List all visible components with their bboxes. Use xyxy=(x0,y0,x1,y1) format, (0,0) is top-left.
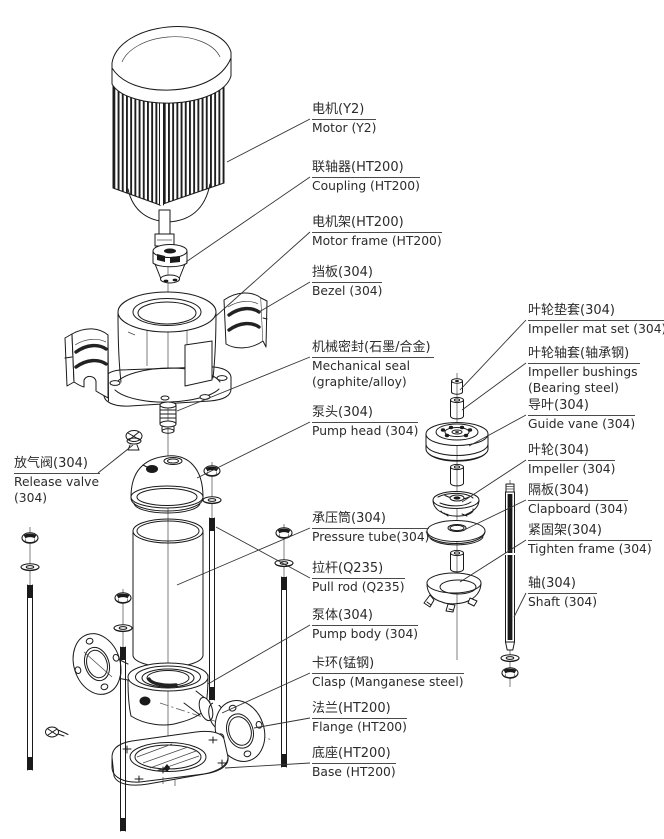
label-motor-cn: 电机(Y2) xyxy=(312,101,377,120)
label-impeller-mat-set: 叶轮垫套(304) Impeller mat set (304) xyxy=(528,302,664,338)
label-bezel-en: Bezel (304) xyxy=(312,284,383,298)
clapboard-part xyxy=(426,520,486,546)
mechanical-seal-part xyxy=(159,401,177,434)
label-motor-frame: 电机架(HT200) Motor frame (HT200) xyxy=(312,214,442,250)
tighten-frame-part xyxy=(423,572,482,613)
label-pump-head-en: Pump head (304) xyxy=(312,424,419,438)
label-release-valve: 放气阀(304) Release valve (304) xyxy=(14,455,100,506)
label-pump-body-cn: 泵体(304) xyxy=(312,607,419,626)
label-tighten-frame: 紧固架(304) Tighten frame (304) xyxy=(528,522,652,558)
pull-rod-c xyxy=(202,465,222,701)
label-bezel: 挡板(304) Bezel (304) xyxy=(312,264,383,300)
label-impeller: 叶轮(304) Impeller (304) xyxy=(528,442,616,478)
label-pump-body: 泵体(304) Pump body (304) xyxy=(312,607,419,643)
label-base-cn: 底座(HT200) xyxy=(312,745,396,764)
pressure-tube-part xyxy=(132,518,204,668)
label-flange-cn: 法兰(HT200) xyxy=(312,700,407,719)
label-shaft: 轴(304) Shaft (304) xyxy=(528,575,598,611)
impeller-mat-set-part xyxy=(451,378,463,395)
label-impeller-cn: 叶轮(304) xyxy=(528,442,616,461)
label-pump-head: 泵头(304) Pump head (304) xyxy=(312,404,419,440)
pump-body-part xyxy=(72,633,266,762)
label-base-en: Base (HT200) xyxy=(312,765,396,779)
bezel-left-part xyxy=(64,328,109,402)
label-pressure-tube-cn: 承压筒(304) xyxy=(312,510,430,529)
motor-part xyxy=(111,26,232,247)
label-motor-en: Motor (Y2) xyxy=(312,121,377,135)
label-mechanical-seal-cn: 机械密封(石墨/合金) xyxy=(312,339,434,358)
label-pull-rod-cn: 拉杆(Q235) xyxy=(312,560,405,579)
label-mechanical-seal-en: Mechanical seal (graphite/alloy) xyxy=(312,359,411,389)
motor-frame-part xyxy=(103,291,232,407)
label-tighten-frame-en: Tighten frame (304) xyxy=(528,542,652,556)
pull-rod-a xyxy=(20,532,40,771)
flange-left-part xyxy=(72,633,122,695)
label-flange: 法兰(HT200) Flange (HT200) xyxy=(312,700,407,736)
label-pressure-tube-en: Pressure tube(304) xyxy=(312,530,430,544)
label-clasp: 卡环(锰钢) Clasp (Manganese steel) xyxy=(312,655,464,691)
guide-vane-part xyxy=(425,422,489,462)
pull-rod-b xyxy=(113,592,133,832)
label-shaft-cn: 轴(304) xyxy=(528,575,598,594)
label-coupling: 联轴器(HT200) Coupling (HT200) xyxy=(312,159,420,195)
impeller-part xyxy=(432,491,480,517)
label-impeller-bushings-en: Impeller bushings (Bearing steel) xyxy=(528,365,638,395)
label-clapboard-en: Clapboard (304) xyxy=(528,502,628,516)
label-clapboard: 隔板(304) Clapboard (304) xyxy=(528,482,628,518)
label-mechanical-seal: 机械密封(石墨/合金) Mechanical seal (graphite/al… xyxy=(312,339,434,390)
label-tighten-frame-cn: 紧固架(304) xyxy=(528,522,652,541)
label-motor-frame-cn: 电机架(HT200) xyxy=(312,214,442,233)
label-impeller-bushings: 叶轮轴套(轴承钢) Impeller bushings (Bearing ste… xyxy=(528,345,640,396)
label-release-valve-cn: 放气阀(304) xyxy=(14,455,100,474)
label-pressure-tube: 承压筒(304) Pressure tube(304) xyxy=(312,510,430,546)
label-impeller-mat-set-en: Impeller mat set (304) xyxy=(528,322,664,336)
label-clasp-cn: 卡环(锰钢) xyxy=(312,655,464,674)
label-bezel-cn: 挡板(304) xyxy=(312,264,383,283)
label-pump-body-en: Pump body (304) xyxy=(312,627,419,641)
label-release-valve-en: Release valve (304) xyxy=(14,475,100,505)
label-motor-frame-en: Motor frame (HT200) xyxy=(312,234,442,248)
label-coupling-en: Coupling (HT200) xyxy=(312,179,420,193)
label-clapboard-cn: 隔板(304) xyxy=(528,482,628,501)
label-impeller-mat-set-cn: 叶轮垫套(304) xyxy=(528,302,664,321)
label-guide-vane-cn: 导叶(304) xyxy=(528,397,636,416)
bezel-right-part xyxy=(223,292,268,349)
leader-lines xyxy=(97,118,527,769)
label-pull-rod: 拉杆(Q235) Pull rod (Q235) xyxy=(312,560,405,596)
label-pump-head-cn: 泵头(304) xyxy=(312,404,419,423)
release-valve-part xyxy=(125,430,143,451)
label-pull-rod-en: Pull rod (Q235) xyxy=(312,580,405,594)
pull-rod-d xyxy=(274,527,294,768)
base-part xyxy=(111,730,229,786)
label-shaft-en: Shaft (304) xyxy=(528,595,598,609)
pump-head-part xyxy=(130,455,204,514)
label-motor: 电机(Y2) Motor (Y2) xyxy=(312,101,377,137)
label-clasp-en: Clasp (Manganese steel) xyxy=(312,675,464,689)
label-impeller-bushings-cn: 叶轮轴套(轴承钢) xyxy=(528,345,640,364)
label-guide-vane-en: Guide vane (304) xyxy=(528,417,636,431)
coupling-part xyxy=(152,244,188,284)
label-base: 底座(HT200) Base (HT200) xyxy=(312,745,396,781)
shaft-part xyxy=(500,483,520,679)
label-guide-vane: 导叶(304) Guide vane (304) xyxy=(528,397,636,433)
label-coupling-cn: 联轴器(HT200) xyxy=(312,159,420,178)
screw-part xyxy=(45,726,69,738)
label-impeller-en: Impeller (304) xyxy=(528,462,616,476)
label-flange-en: Flange (HT200) xyxy=(312,720,407,734)
